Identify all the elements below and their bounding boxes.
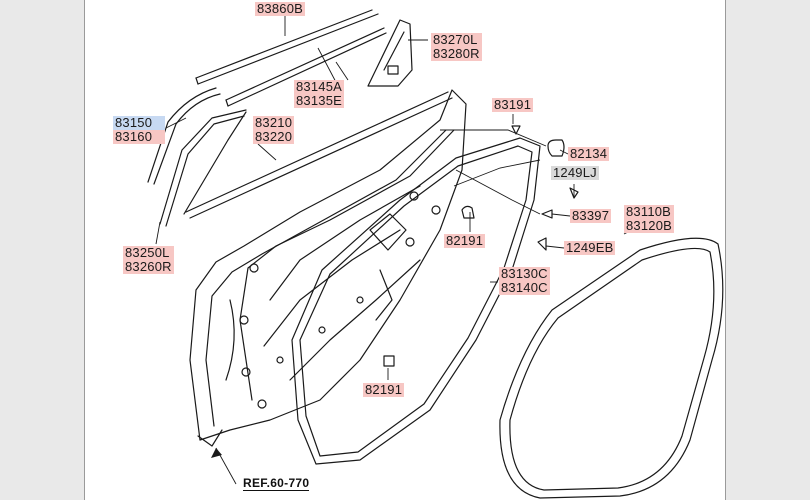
label-83145A: 83145A 83135E [294,79,345,108]
delta-moulding [367,19,413,87]
label-82134: 82134 [568,146,610,161]
label-83860B: 83860B [255,1,306,16]
reference-link[interactable]: REF.60-770 [243,476,310,491]
label-83270L: 83270L 83280R [431,32,482,61]
label-83191-top: 83191 [492,97,534,112]
body-weatherstrip [499,237,724,499]
glass-weatherstrip [185,91,453,219]
label-83130C: 83130C 83140C [499,266,550,295]
label-82191-bottom: 82191 [363,382,405,397]
frame-garnish [147,87,221,185]
leader-lines [155,14,641,485]
label-1249EB: 1249EB [564,240,616,255]
label-83110B: 83110B 83120B [624,204,675,233]
label-83150: 83150 [113,116,165,130]
door-weatherstrip [291,137,541,465]
belt-moulding-outer [195,9,379,85]
left-margin [0,0,84,500]
belt-moulding-inner [225,27,387,107]
label-83397: 83397 [570,208,612,223]
label-83160: 83160 [113,130,165,144]
reference-arrowhead [211,448,222,458]
glass-run-channel [159,109,247,227]
door-panel [189,89,467,447]
label-82191-mid: 82191 [444,233,486,248]
label-1249LJ: 1249LJ [551,165,599,180]
label-83210: 83210 83220 [253,115,295,144]
right-divider [725,0,726,500]
left-divider [84,0,85,500]
label-83250L: 83250L 83260R [123,245,174,274]
right-margin [726,0,810,500]
